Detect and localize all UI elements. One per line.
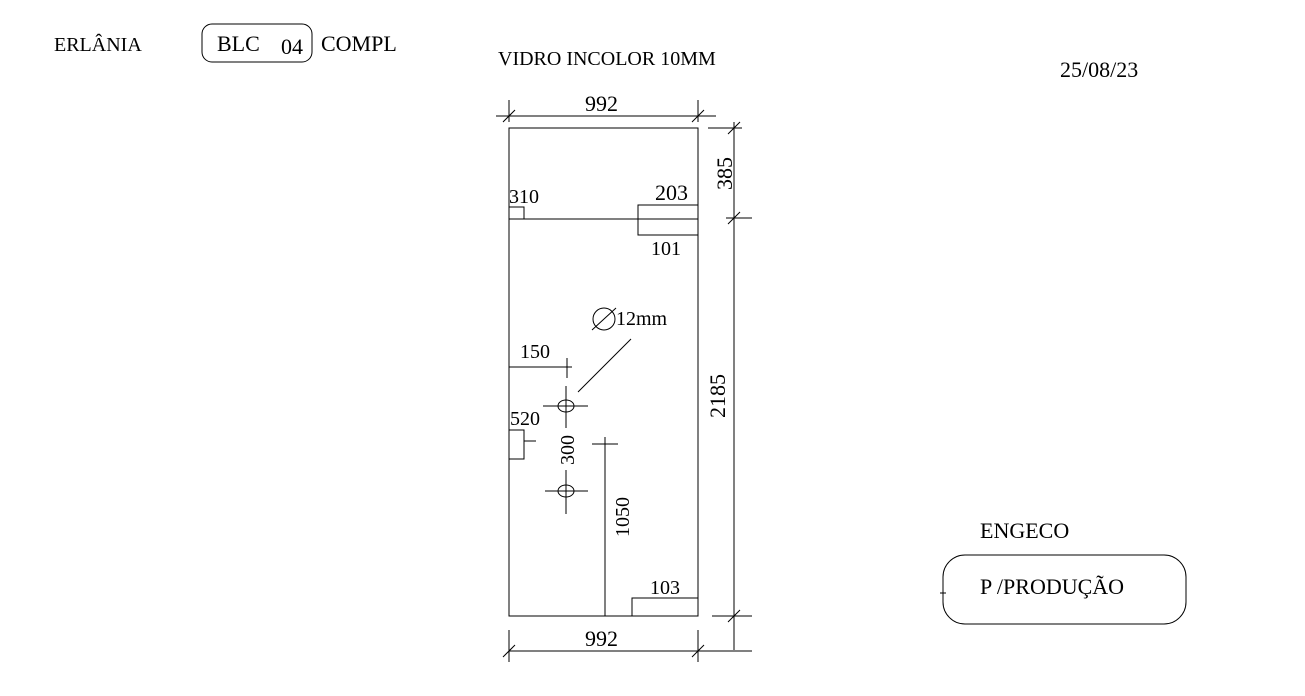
dimension-bottom-width xyxy=(502,630,752,662)
destination-box xyxy=(942,554,1187,625)
height-total-label: 2185 xyxy=(705,374,730,418)
hole-spacing-label: 300 xyxy=(557,435,579,465)
side-cutout xyxy=(508,429,525,460)
bottom-notch xyxy=(631,597,699,617)
company-name: ENGECO xyxy=(980,518,1069,543)
upper-hole xyxy=(543,386,588,428)
destination-label: P /PRODUÇÃO xyxy=(980,574,1124,599)
cutout-left-label: 310 xyxy=(509,186,539,208)
hole-offset-x-label: 150 xyxy=(520,341,550,363)
bottom-notch-label: 103 xyxy=(650,577,680,599)
hole-offset-y-label: 520 xyxy=(510,408,540,430)
hole-height-label: 1050 xyxy=(612,497,634,537)
notch-height-label: 101 xyxy=(651,238,681,260)
width-bottom-label: 992 xyxy=(585,626,618,651)
block-box xyxy=(201,23,313,63)
block-prefix: BLC xyxy=(217,31,260,56)
left-small-cutout xyxy=(508,206,525,220)
material-spec: VIDRO INCOLOR 10MM xyxy=(498,48,716,70)
height-top-segment-label: 385 xyxy=(712,157,737,190)
dimension-top-width xyxy=(496,100,716,123)
drawing-date: 25/08/23 xyxy=(1060,57,1138,82)
diameter-symbol-icon xyxy=(591,307,617,331)
dimension-right-height xyxy=(708,121,752,650)
diameter-leader-line xyxy=(577,338,632,393)
glass-panel-outline xyxy=(508,127,699,617)
hole-diameter-label: 12mm xyxy=(616,308,668,330)
client-name: ERLÂNIA xyxy=(54,33,142,56)
right-notch xyxy=(637,204,699,236)
block-suffix: COMPL xyxy=(321,31,397,56)
notch-width-label: 203 xyxy=(655,180,688,205)
block-number: 04 xyxy=(281,34,303,59)
lower-hole xyxy=(545,470,588,514)
width-top-label: 992 xyxy=(585,91,618,116)
